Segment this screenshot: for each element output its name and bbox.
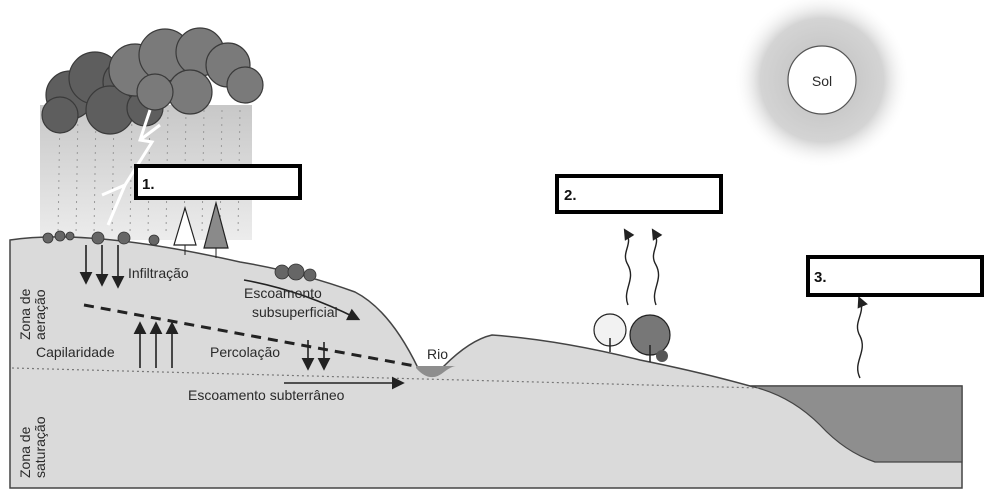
svg-text:Zona de: Zona de [17, 288, 33, 340]
capillarity-arrows [133, 321, 179, 368]
groundwater-flow-label: Escoamento subterrâneo [188, 387, 345, 403]
sea [749, 385, 963, 463]
storm-cloud [41, 27, 264, 135]
deciduous-trees [593, 313, 671, 362]
answer-box-2[interactable]: 2. [555, 174, 723, 214]
answer-box-2-number: 2. [564, 187, 577, 204]
evaporation-arrow [856, 296, 868, 379]
percolation-boundary [83, 303, 416, 368]
subsurface-flow-label-1: Escoamento [244, 285, 322, 301]
infiltration-label: Infiltração [128, 265, 189, 281]
river [416, 366, 456, 378]
infiltration-arrows [79, 245, 125, 289]
saturation-zone-label: Zona de saturação [17, 416, 48, 478]
sun-label: Sol [812, 73, 832, 89]
svg-text:saturação: saturação [32, 416, 48, 478]
shrubs [42, 230, 317, 282]
subsurface-flow-label-2: subsuperficial [252, 304, 338, 320]
sun: Sol [734, 0, 910, 168]
percolation-label: Percolação [210, 344, 280, 360]
pine-trees [173, 200, 229, 258]
river-label: Rio [427, 346, 448, 362]
svg-text:Zona de: Zona de [17, 426, 33, 478]
answer-box-3-number: 3. [814, 269, 827, 286]
subsurface-flow-arrow [243, 279, 361, 321]
lightning-icon [101, 109, 161, 226]
answer-box-3[interactable]: 3. [806, 255, 984, 297]
svg-text:aeração: aeração [32, 289, 48, 340]
percolation-arrows [301, 340, 331, 371]
answer-box-1[interactable]: 1. [134, 164, 302, 200]
answer-box-1-number: 1. [142, 176, 155, 193]
aeration-zone-label: Zona de aeração [17, 288, 48, 340]
transpiration-arrows [623, 228, 663, 306]
capillarity-label: Capilaridade [36, 344, 115, 360]
